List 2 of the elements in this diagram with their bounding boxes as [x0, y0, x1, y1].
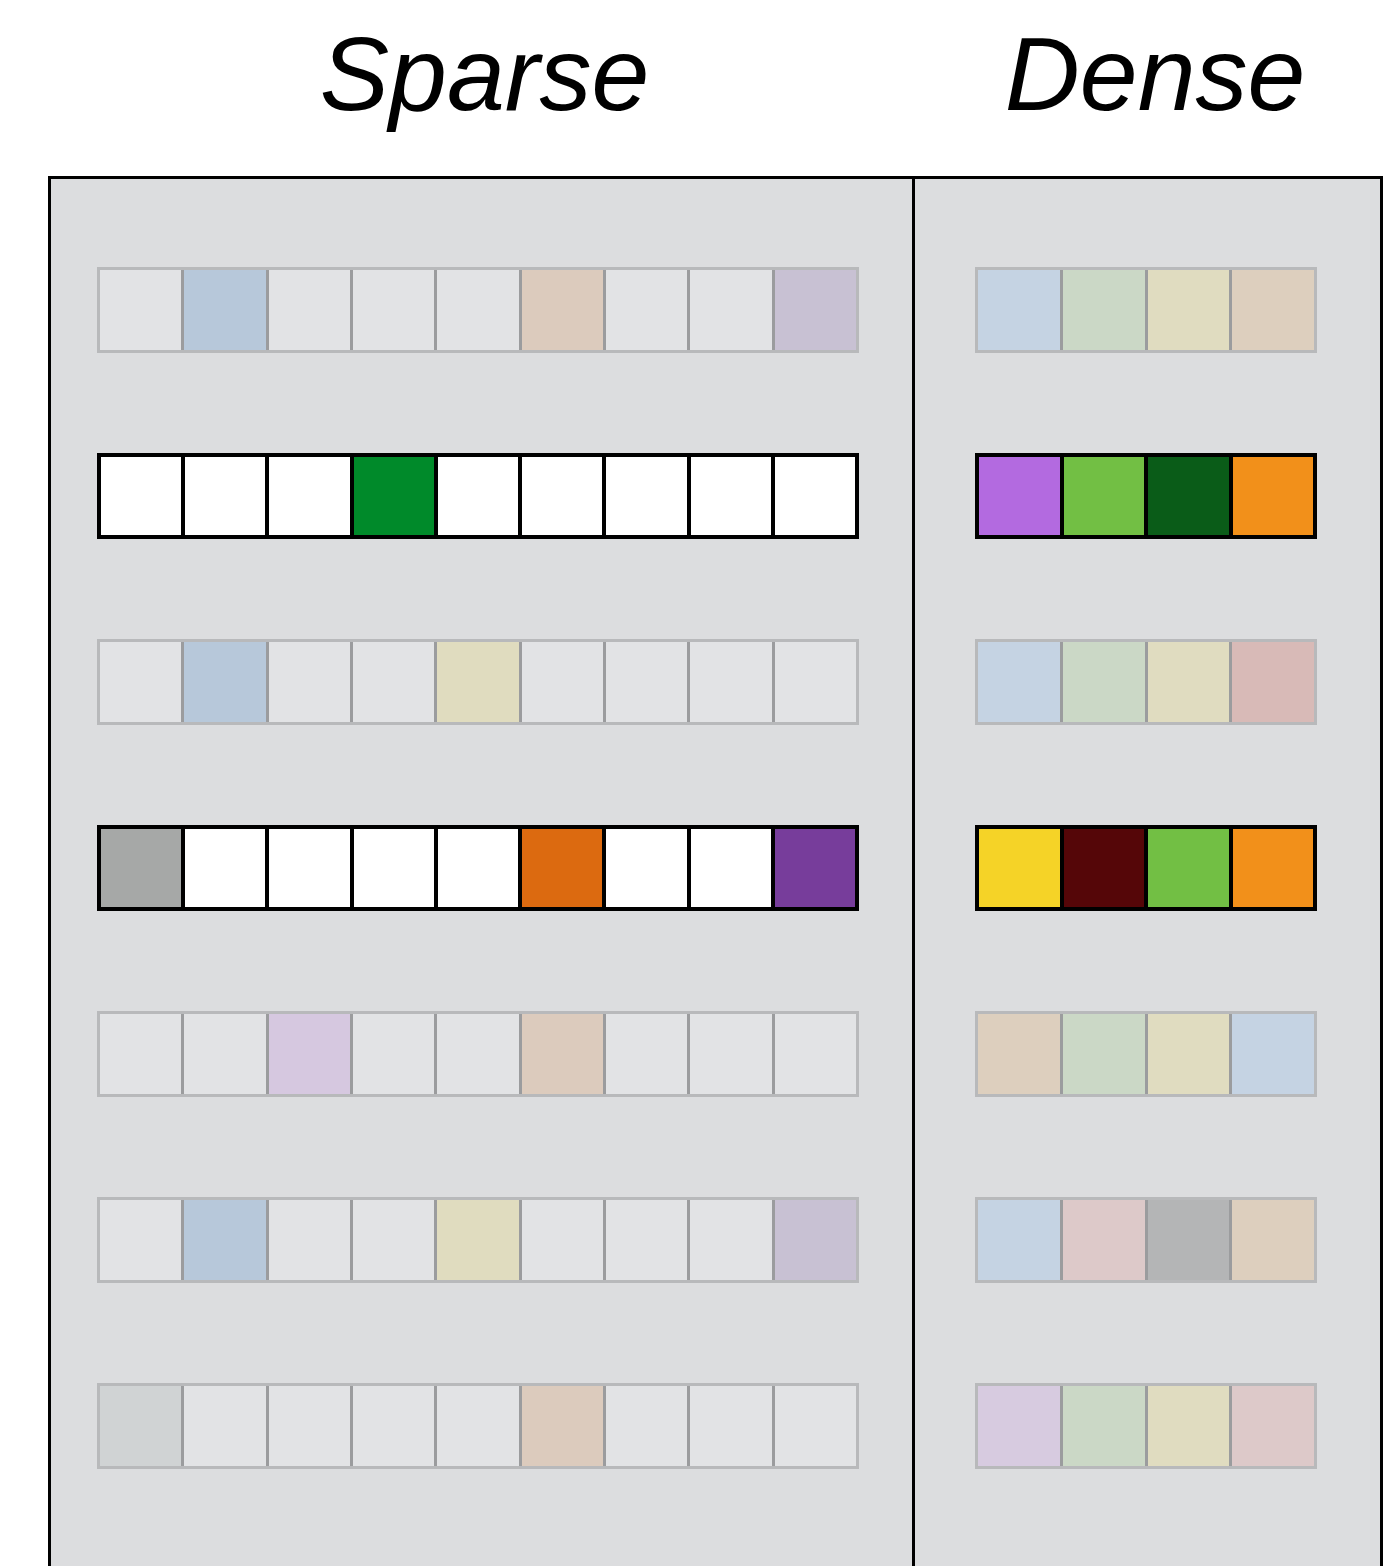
panel-heading: Sparse — [318, 15, 651, 134]
panel-heading: Dense — [1003, 15, 1307, 134]
